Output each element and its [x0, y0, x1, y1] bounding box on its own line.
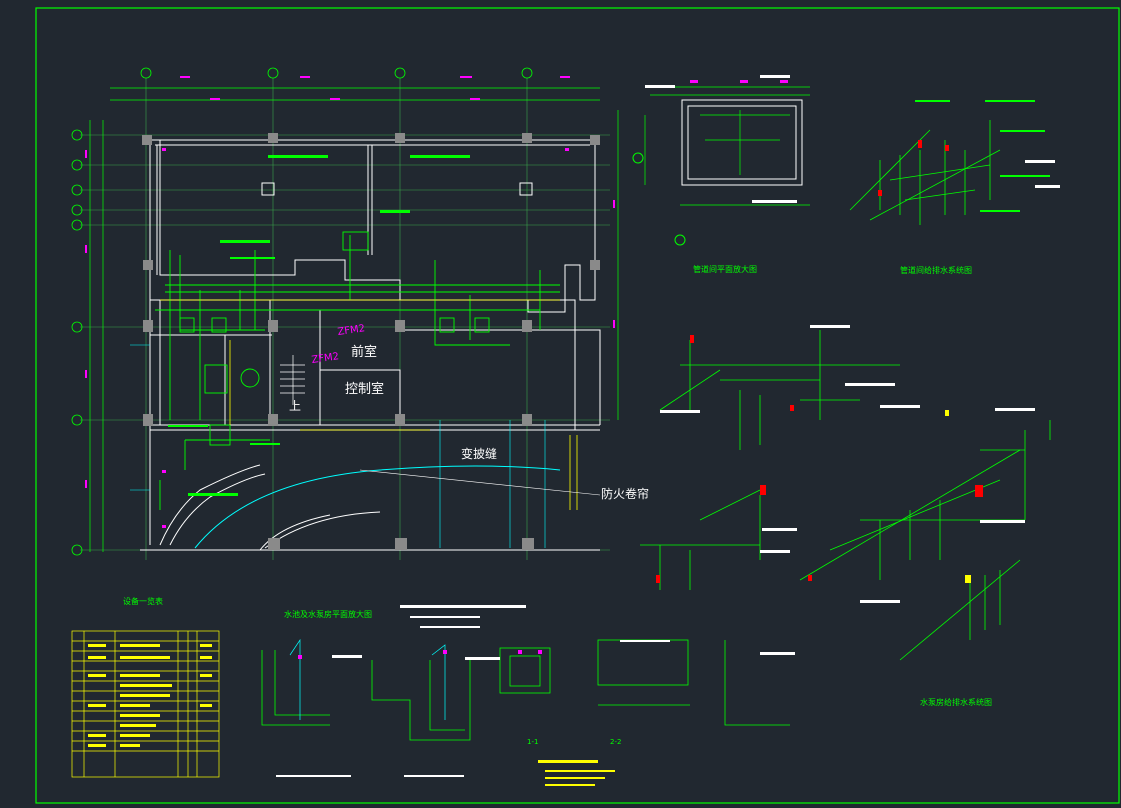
device-table-title: 设备一览表 — [123, 596, 163, 606]
main-floor-plan: 前室 控制室 变披缝 防火卷帘 上 ZFM2 ZFM2 — [71, 67, 649, 560]
grid-bubble-icon — [71, 67, 533, 556]
dimension-ticks — [85, 76, 615, 488]
device-table: 设备一览表 — [71, 596, 220, 778]
grid-bubble-icon — [674, 234, 686, 246]
fan-tag-2: ZFM2 — [311, 351, 340, 366]
section-2-label: 2-2 — [610, 738, 621, 746]
pump-system-diagram: 水泵房给排水系统图 — [640, 325, 1051, 707]
drain-pipes — [160, 299, 578, 510]
drawing-frame — [35, 7, 1120, 804]
deform-joint-label: 变披缝 — [461, 446, 497, 461]
magenta-markers — [162, 148, 569, 528]
room-front: 前室 — [351, 344, 377, 360]
stair-up-label: 上 — [289, 399, 301, 413]
pipe-room-plan-detail: 管道间平面放大图 — [632, 75, 810, 274]
dimension-lines — [89, 87, 619, 552]
fire-shutter-label: 防火卷帘 — [601, 486, 649, 501]
pipe-room-plan-title: 管道间平面放大图 — [693, 264, 757, 274]
room-control: 控制室 — [345, 381, 384, 397]
pipe-room-system-diagram: 管道间给排水系统图 — [849, 100, 1060, 275]
cyan-lines — [130, 344, 546, 548]
pump-system-title: 水泵房给排水系统图 — [920, 697, 992, 707]
pump-room-sections: 水池及水泵房平面放大图 1-1 2-2 — [261, 605, 795, 786]
stair — [280, 355, 305, 405]
fan-tag-1: ZFM2 — [337, 323, 366, 338]
section-1-label: 1-1 — [527, 738, 538, 746]
columns — [142, 133, 600, 550]
water-pipes — [155, 231, 560, 510]
pipe-room-system-title: 管道间给排水系统图 — [900, 265, 972, 275]
annotation-bars — [168, 155, 470, 496]
grid-bubble-icon — [632, 152, 644, 164]
pump-room-plan-title: 水池及水泵房平面放大图 — [284, 609, 372, 619]
